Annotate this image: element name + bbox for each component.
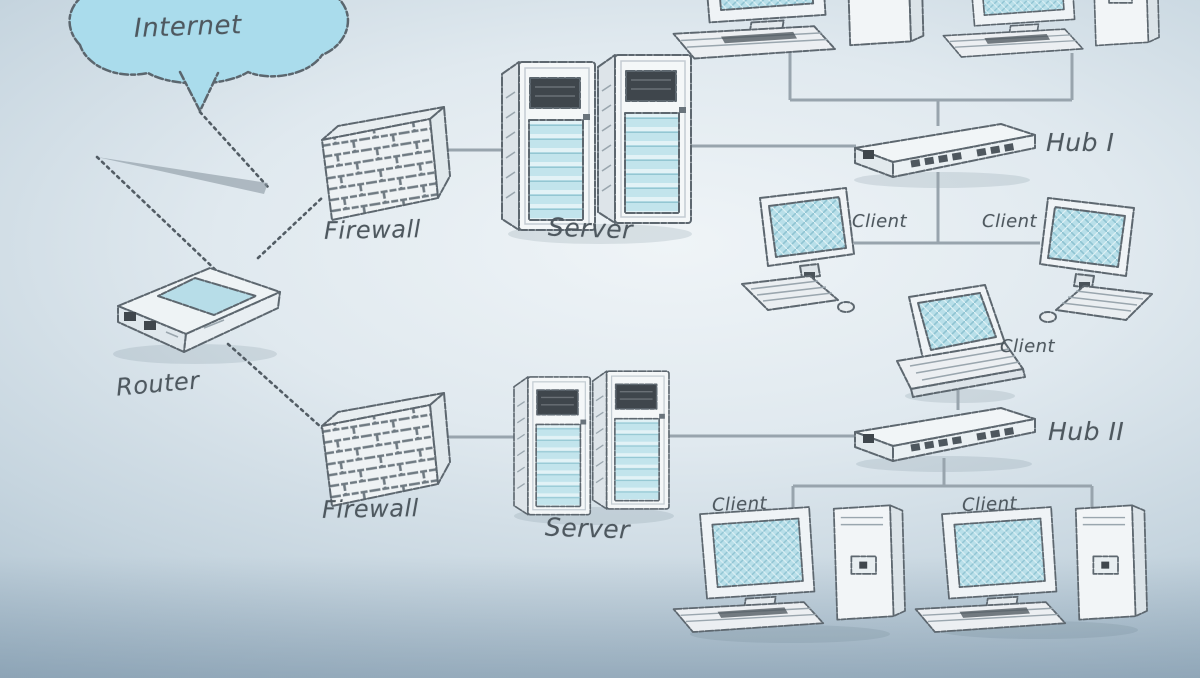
client-bottom-right-icon — [914, 504, 1148, 633]
firewall-top-label: Firewall — [323, 215, 422, 245]
connector-lines — [444, 50, 1094, 514]
server-top-label: Server — [547, 212, 634, 245]
client-mid-right-icon — [1039, 197, 1153, 323]
firewall-bottom-icon — [321, 392, 451, 507]
hub2-label: Hub II — [1048, 417, 1125, 446]
client-bottom-left-label: Client — [711, 493, 768, 516]
server-top-icon — [501, 54, 692, 231]
firewall-top-icon — [321, 106, 451, 221]
client-top-right-icon — [942, 0, 1160, 58]
client-bottom-right-label: Client — [961, 493, 1018, 516]
client-laptop-label: Client — [1000, 336, 1056, 357]
internet-cloud-icon — [68, 0, 350, 113]
router-icon — [117, 267, 281, 353]
hub2-icon — [855, 408, 1035, 461]
server-bottom-label: Server — [544, 512, 631, 545]
hub1-label: Hub I — [1046, 128, 1115, 157]
client-bottom-left-icon — [672, 504, 906, 633]
hub1-icon — [855, 124, 1035, 177]
sketch-connectors — [95, 110, 326, 430]
internet-label: Internet — [133, 10, 243, 44]
server-bottom-icon — [513, 370, 670, 516]
client-top-left-icon — [672, 0, 925, 60]
client-mid-left-icon — [741, 187, 855, 313]
client-mid-left-label: Client — [852, 211, 908, 232]
client-mid-right-label: Client — [982, 211, 1038, 232]
firewall-bottom-label: Firewall — [321, 494, 420, 524]
